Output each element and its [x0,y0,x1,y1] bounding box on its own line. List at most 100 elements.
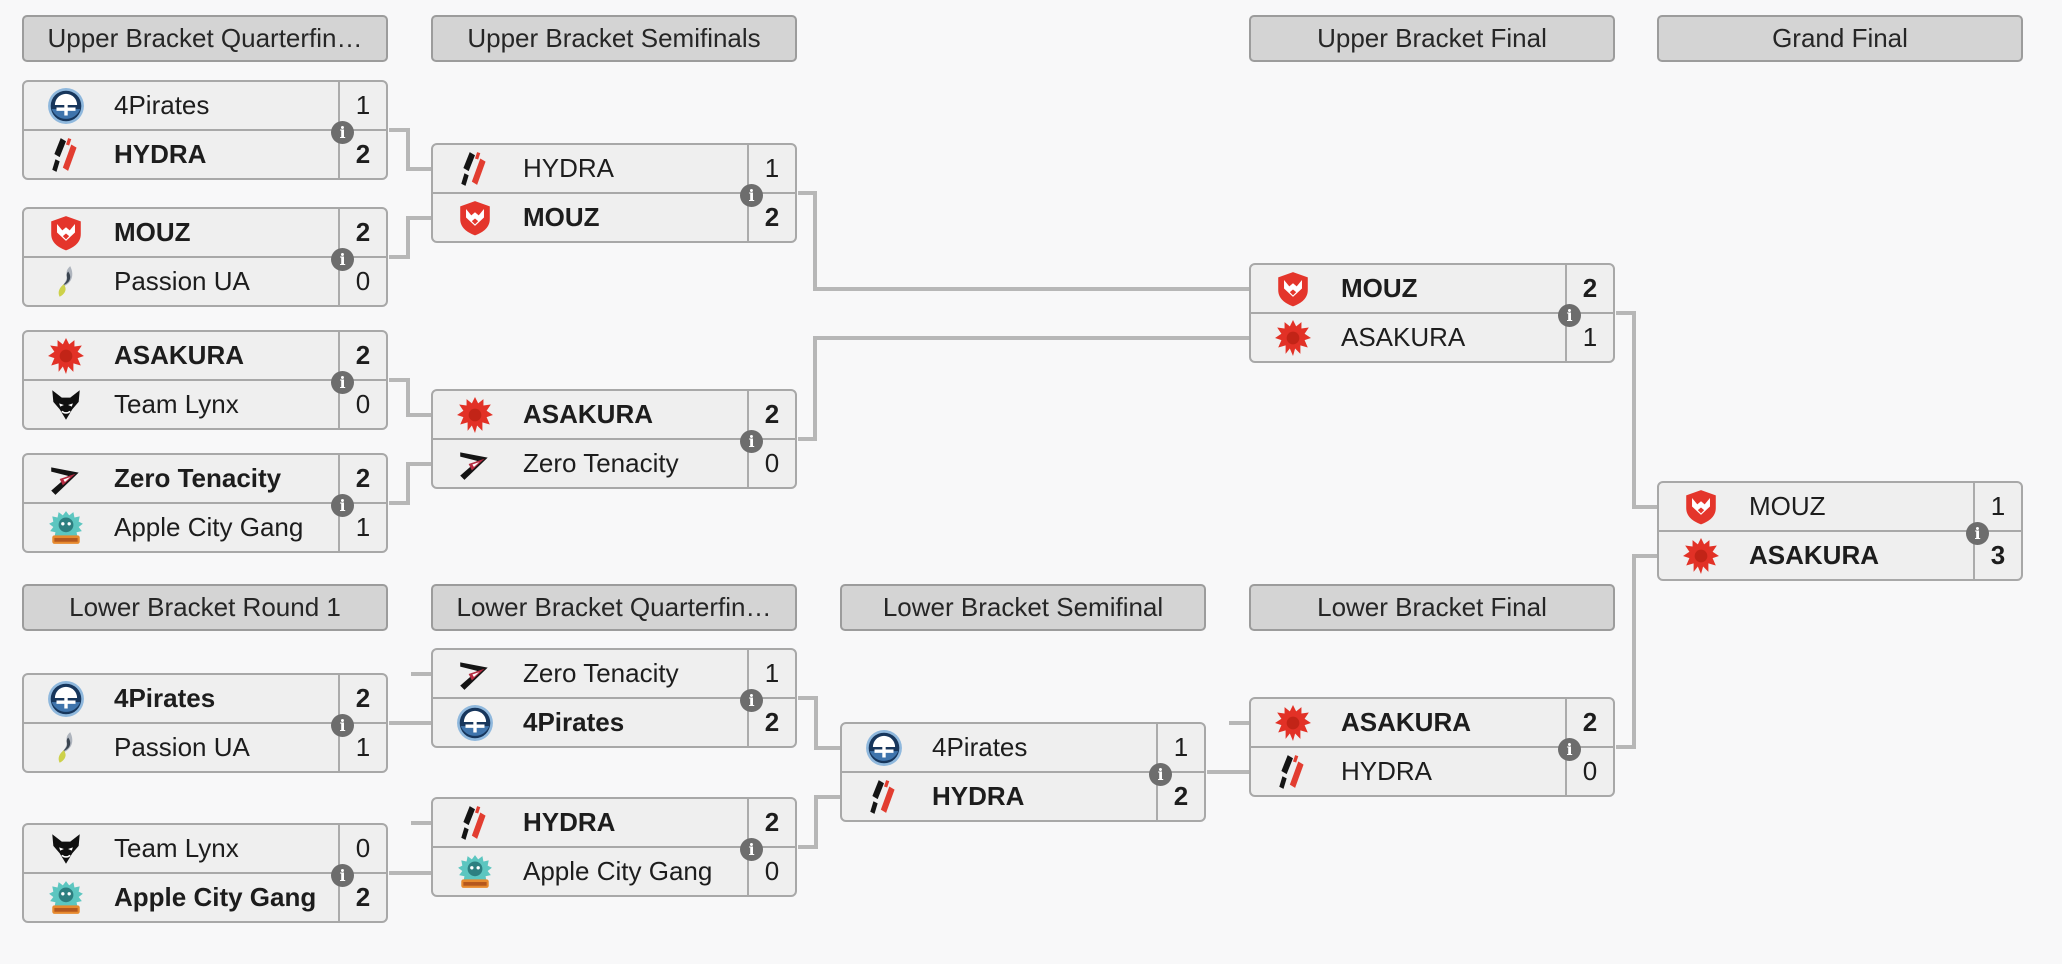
team-row[interactable]: HYDRA 2 [433,799,795,846]
team-name: ASAKURA [1749,540,1879,570]
team-row[interactable]: Team Lynx 0 [24,381,386,428]
match-info-icon[interactable]: i [740,689,763,712]
team-row[interactable]: ASAKURA 3 [1659,532,2021,579]
match-info-icon[interactable]: i [740,838,763,861]
team-row[interactable]: Apple City Gang 1 [24,504,386,551]
team-row[interactable]: 4Pirates 1 [24,82,386,129]
team-row[interactable]: HYDRA 1 [433,145,795,192]
row-divider [433,697,795,699]
team-name: HYDRA [523,807,616,837]
team-score: 2 [338,455,386,502]
match-lb-round1-1: 4Pirates 2 Passion UA 1 i [22,673,388,773]
4pirates-logo-icon [46,679,86,719]
team-row[interactable]: Passion UA 1 [24,724,386,771]
info-glyph: i [1157,764,1164,784]
team-name: HYDRA [1341,756,1433,786]
match-info-icon[interactable]: i [331,494,354,517]
connector-ubqf1-ubsf1 [389,128,431,171]
team-score: 1 [1565,314,1613,361]
team-row[interactable]: HYDRA 2 [24,131,386,178]
team-name: MOUZ [1341,273,1418,303]
team-row[interactable]: ASAKURA 2 [433,391,795,438]
match-info-icon[interactable]: i [1966,522,1989,545]
match-info-icon[interactable]: i [331,121,354,144]
team-row[interactable]: Zero Tenacity 0 [433,440,795,487]
team-row[interactable]: Passion UA 0 [24,258,386,305]
team-score: 2 [338,209,386,256]
team-row[interactable]: 4Pirates 2 [24,675,386,722]
round-header-lower-final: Lower Bracket Final [1249,584,1615,631]
team-row[interactable]: Apple City Gang 0 [433,848,795,895]
match-info-icon[interactable]: i [740,184,763,207]
match-lb-round1-2: Team Lynx 0 Apple City Gang 2 i [22,823,388,923]
team-name: 4Pirates [932,732,1028,762]
row-divider [24,256,386,258]
round-header-lower-quarterfinals: Lower Bracket Quarterfin… [431,584,797,631]
team-row[interactable]: MOUZ 2 [24,209,386,256]
match-ub-quarterfinal-2: MOUZ 2 Passion UA 0 i [22,207,388,307]
team-score: 0 [747,440,795,487]
connector-ubf-gf [1616,311,1657,509]
connector-ubsf2-ubf [798,336,1249,441]
team-row[interactable]: ASAKURA 1 [1251,314,1613,361]
apple-city-gang-logo-icon [46,508,86,548]
match-ub-quarterfinal-3: ASAKURA 2 Team Lynx 0 i [22,330,388,430]
team-score: 2 [747,194,795,241]
team-name: Team Lynx [114,389,239,419]
team-row[interactable]: Team Lynx 0 [24,825,386,872]
team-name: MOUZ [1749,491,1826,521]
zero-tenacity-logo-icon [455,654,495,694]
team-score: 1 [1156,724,1204,771]
match-info-icon[interactable]: i [331,248,354,271]
hydra-logo-icon [46,135,86,175]
4pirates-logo-icon [864,728,904,768]
hydra-logo-icon [1273,752,1313,792]
team-row[interactable]: 4Pirates 2 [433,699,795,746]
team-score: 2 [338,675,386,722]
match-info-icon[interactable]: i [1558,738,1581,761]
info-glyph: i [339,372,346,392]
team-row[interactable]: HYDRA 2 [842,773,1204,820]
team-row[interactable]: Apple City Gang 2 [24,874,386,921]
connector-lbf-gf [1616,554,1657,749]
match-info-icon[interactable]: i [740,430,763,453]
team-name: Zero Tenacity [114,463,282,493]
team-row[interactable]: 4Pirates 1 [842,724,1204,771]
team-row[interactable]: Zero Tenacity 1 [433,650,795,697]
connector-ubsf1-ubf [798,191,1249,291]
mouz-logo-icon [1273,269,1313,309]
team-lynx-logo-icon [46,829,86,869]
match-lb-quarterfinal-1: Zero Tenacity 1 4Pirates 2 i [431,648,797,748]
team-row[interactable]: MOUZ 2 [1251,265,1613,312]
asakura-logo-icon [1681,536,1721,576]
match-info-icon[interactable]: i [1149,763,1172,786]
team-score: 2 [747,699,795,746]
row-divider [1251,746,1613,748]
match-info-icon[interactable]: i [331,714,354,737]
team-name: MOUZ [114,217,191,247]
info-glyph: i [339,122,346,142]
info-glyph: i [748,185,755,205]
match-info-icon[interactable]: i [331,371,354,394]
team-score: 1 [747,145,795,192]
team-score: 1 [338,724,386,771]
team-name: Zero Tenacity [523,448,679,478]
team-row[interactable]: HYDRA 0 [1251,748,1613,795]
info-glyph: i [339,715,346,735]
match-info-icon[interactable]: i [331,864,354,887]
team-row[interactable]: MOUZ 1 [1659,483,2021,530]
asakura-logo-icon [455,395,495,435]
team-name: Passion UA [114,732,250,762]
team-row[interactable]: Zero Tenacity 2 [24,455,386,502]
info-glyph: i [748,839,755,859]
team-row[interactable]: ASAKURA 2 [24,332,386,379]
round-header-upper-quarterfinals: Upper Bracket Quarterfin… [22,15,388,62]
team-row[interactable]: MOUZ 2 [433,194,795,241]
team-row[interactable]: ASAKURA 2 [1251,699,1613,746]
match-info-icon[interactable]: i [1558,304,1581,327]
team-name: Passion UA [114,266,250,296]
row-divider [433,192,795,194]
connector-ubqf3-ubsf2 [389,378,431,417]
info-glyph: i [339,865,346,885]
